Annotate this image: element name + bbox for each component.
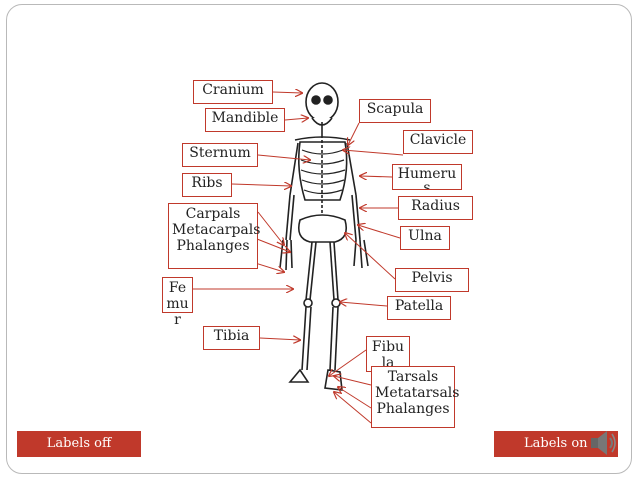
- skeleton-figure: [279, 82, 369, 391]
- label-scapula: Scapula: [359, 99, 431, 123]
- label-ulna: Ulna: [400, 226, 450, 250]
- label-cranium: Cranium: [193, 80, 273, 104]
- label-carpals-metacarpals-phalanges: Carpals Metacarpals Phalanges: [168, 203, 260, 269]
- label-radius: Radius: [398, 196, 473, 220]
- labels-off-button[interactable]: Labels off: [17, 431, 141, 457]
- label-ribs: Ribs: [182, 173, 232, 197]
- label-tibia: Tibia: [203, 326, 260, 350]
- label-arrows: [193, 92, 404, 424]
- label-tarsals-metatarsals-phalanges: Tarsals Metatarsals Phalanges: [371, 366, 459, 428]
- speaker-icon[interactable]: [588, 428, 618, 458]
- label-femur: Femur: [162, 277, 193, 328]
- label-pelvis: Pelvis: [395, 268, 469, 292]
- label-patella: Patella: [387, 296, 451, 320]
- label-clavicle: Clavicle: [403, 130, 473, 154]
- label-sternum: Sternum: [182, 143, 258, 167]
- label-humerus: Humerus: [392, 164, 462, 190]
- label-mandible: Mandible: [205, 108, 285, 132]
